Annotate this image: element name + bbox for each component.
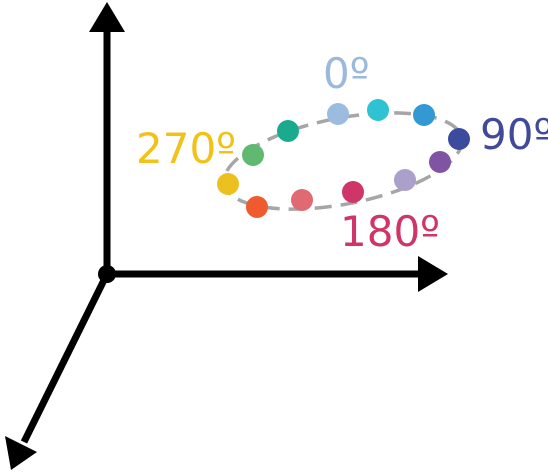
point-10 — [242, 144, 264, 166]
diagonal-axis-arrowhead — [5, 436, 37, 470]
point-8 — [246, 196, 268, 218]
point-1 — [367, 99, 389, 121]
point-7 — [291, 189, 313, 211]
label-180-degrees: 180º — [340, 207, 440, 256]
diagonal-axis — [20, 272, 111, 444]
origin-point — [98, 265, 116, 283]
vertical-axis-arrowhead — [89, 2, 125, 32]
horizontal-axis-arrowhead — [418, 256, 448, 292]
label-270-degrees: 270º — [136, 124, 236, 173]
point-0 — [327, 103, 349, 125]
point-3 — [448, 128, 470, 150]
point-2 — [413, 104, 435, 126]
orbit-points — [217, 99, 470, 218]
point-6 — [342, 181, 364, 203]
point-9 — [217, 173, 239, 195]
label-0-degrees: 0º — [323, 49, 370, 98]
label-90-degrees: 90º — [480, 110, 548, 159]
point-4 — [429, 151, 451, 173]
axes — [5, 2, 448, 470]
point-5 — [394, 169, 416, 191]
point-11 — [277, 120, 299, 142]
